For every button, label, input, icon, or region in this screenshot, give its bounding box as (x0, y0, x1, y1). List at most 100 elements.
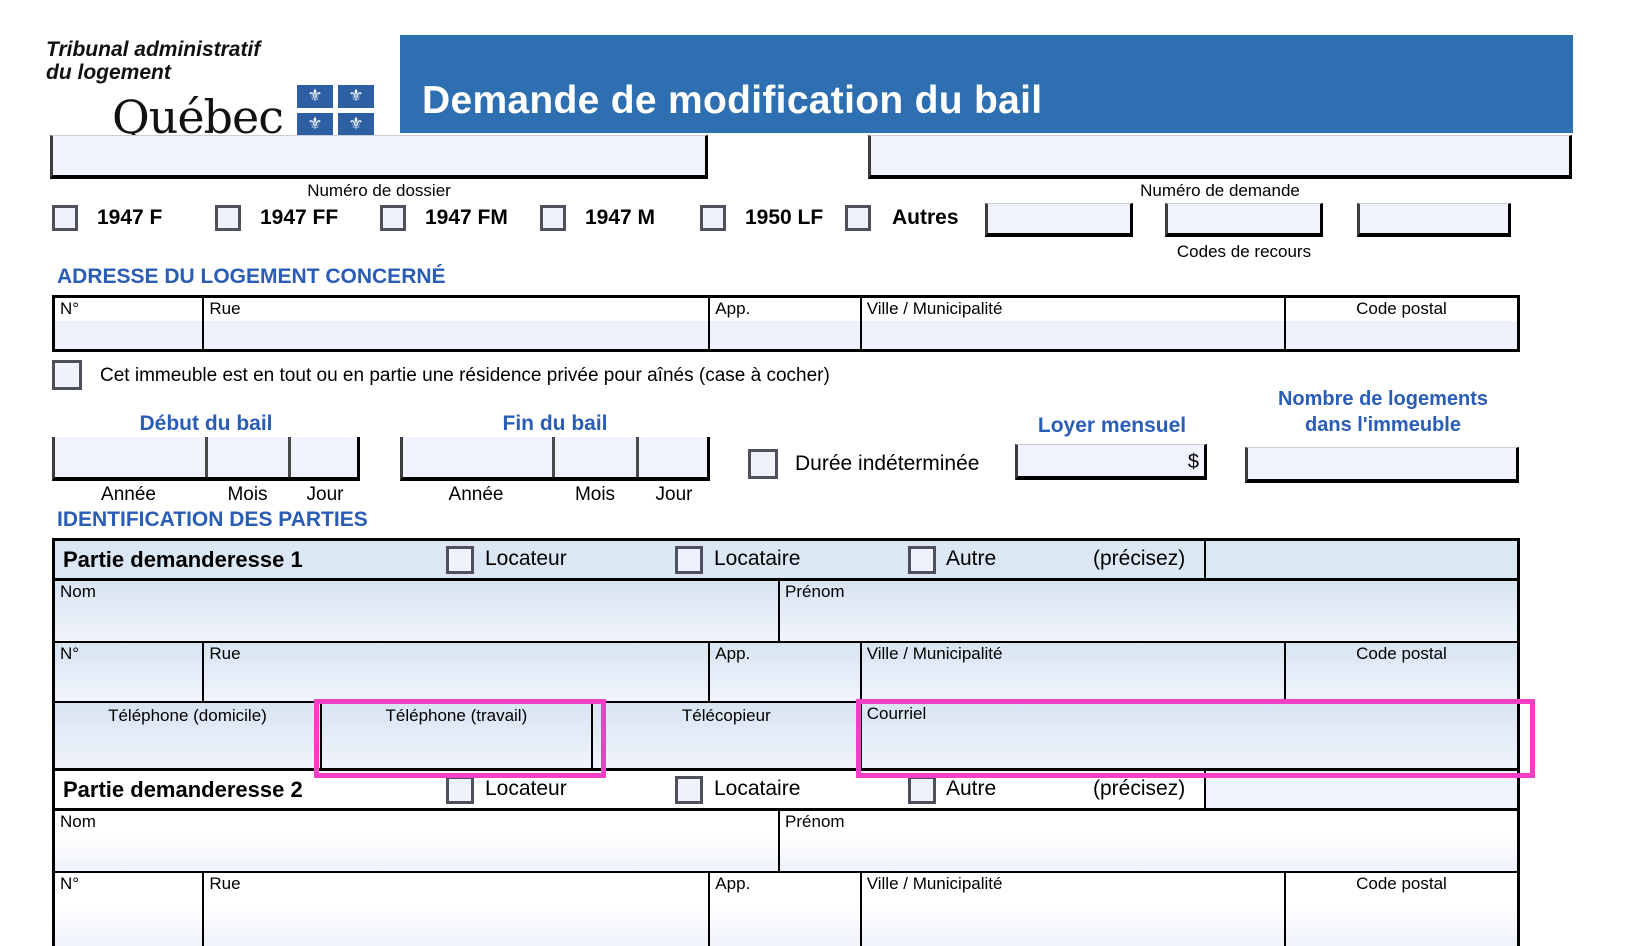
checkbox-1950lf[interactable] (700, 205, 726, 231)
partie1-telecopieur-field[interactable]: Télécopieur (593, 703, 862, 768)
partie1-app-field[interactable]: App. (710, 643, 862, 701)
partie1-checkbox-locateur[interactable] (446, 546, 474, 574)
fin-bail-heading: Fin du bail (502, 412, 608, 435)
logo-org-line2: du logement (46, 61, 171, 84)
quebec-flag-icon: ⚜ ⚜ ⚜ ⚜ (297, 85, 374, 136)
partie1-rue-field[interactable]: Rue (204, 643, 711, 701)
fin-annee-label: Année (448, 484, 504, 505)
field-address-app[interactable]: App. (710, 298, 862, 349)
debut-jour-label: Jour (306, 484, 344, 505)
field-address-no[interactable]: N° (55, 298, 205, 349)
fin-bail-datebox (400, 437, 710, 481)
fin-jour-label: Jour (655, 484, 693, 505)
parties-section-heading: IDENTIFICATION DES PARTIES (57, 508, 368, 531)
partie1-cp-field[interactable]: Code postal (1286, 643, 1517, 701)
checkbox-1947ff[interactable] (215, 205, 241, 231)
partie2-prenom-field[interactable]: Prénom (780, 811, 1517, 871)
partie1-app-label: App. (715, 644, 751, 663)
partie2-header-row: Partie demanderesse 2 Locateur Locataire… (55, 771, 1517, 811)
currency-symbol: $ (1187, 451, 1199, 473)
partie1-header-row: Partie demanderesse 1 Locateur Locataire… (55, 541, 1517, 581)
partie2-ville-label: Ville / Municipalité (866, 874, 1003, 893)
partie2-autre-label: Autre (946, 777, 997, 800)
fin-mois-input[interactable] (552, 437, 636, 477)
fin-annee-input[interactable] (403, 437, 552, 477)
partie1-prenom-field[interactable]: Prénom (780, 581, 1517, 641)
partie1-checkbox-locataire[interactable] (675, 546, 703, 574)
debut-jour-input[interactable] (288, 437, 357, 477)
address-table: N° Rue App. Ville / Municipalité Code po… (52, 295, 1520, 352)
field-address-rue[interactable]: Rue (204, 298, 711, 349)
field-address-cp[interactable]: Code postal (1286, 298, 1517, 349)
code-recours-input-3[interactable] (1357, 203, 1511, 237)
partie2-app-label: App. (715, 874, 751, 893)
partie1-no-field[interactable]: N° (55, 643, 205, 701)
partie1-title: Partie demanderesse 1 (63, 547, 303, 572)
fleur-de-lis-icon: ⚜ (297, 113, 333, 136)
nombre-logements-heading-line1: Nombre de logements (1277, 388, 1489, 410)
fleur-de-lis-icon: ⚜ (338, 85, 374, 108)
fin-jour-input[interactable] (636, 437, 707, 477)
partie2-rue-field[interactable]: Rue (204, 873, 711, 946)
partie2-app-field[interactable]: App. (710, 873, 862, 946)
field-address-app-label: App. (715, 299, 751, 318)
label-1947m: 1947 M (585, 206, 656, 229)
partie1-tel-domicile-field[interactable]: Téléphone (domicile) (55, 703, 322, 768)
label-1950lf: 1950 LF (745, 206, 824, 229)
partie2-checkbox-locateur[interactable] (446, 776, 474, 804)
debut-mois-label: Mois (227, 484, 268, 505)
partie-demanderesse-2-table: Partie demanderesse 2 Locateur Locataire… (52, 768, 1520, 946)
checkbox-duree-indeterminee[interactable] (748, 449, 778, 479)
partie1-nom-field[interactable]: Nom (55, 581, 781, 641)
nombre-logements-heading-line2: dans l'immeuble (1305, 414, 1461, 436)
partie2-checkbox-locataire[interactable] (675, 776, 703, 804)
fin-mois-label: Mois (574, 484, 616, 505)
checkbox-residence-aines[interactable] (52, 360, 82, 390)
nombre-logements-input[interactable] (1245, 447, 1519, 483)
field-address-rue-label: Rue (209, 299, 241, 318)
partie2-locateur-label: Locateur (485, 777, 567, 800)
partie2-checkbox-autre[interactable] (908, 776, 936, 804)
field-address-ville-label: Ville / Municipalité (866, 299, 1003, 318)
numero-demande-input[interactable] (868, 135, 1572, 179)
debut-mois-input[interactable] (204, 437, 288, 477)
partie2-no-field[interactable]: N° (55, 873, 205, 946)
residence-aines-label: Cet immeuble est en tout ou en partie un… (100, 365, 830, 386)
partie1-cp-label: Code postal (1356, 644, 1447, 663)
loyer-mensuel-input[interactable]: $ (1015, 444, 1207, 480)
form-title: Demande de modification du bail (422, 79, 1043, 122)
tribunal-logo: Tribunal administratif du logement Québe… (46, 38, 374, 140)
partie1-tel-travail-field[interactable]: Téléphone (travail) (322, 703, 593, 768)
debut-annee-input[interactable] (55, 437, 205, 477)
numero-demande-label: Numéro de demande (1140, 181, 1300, 200)
numero-dossier-input[interactable] (50, 135, 708, 179)
duree-indeterminee-label: Durée indéterminée (795, 452, 980, 475)
checkbox-1947fm[interactable] (380, 205, 406, 231)
form-title-bar: Demande de modification du bail (400, 35, 1573, 133)
fleur-de-lis-icon: ⚜ (297, 85, 333, 108)
partie1-ville-field[interactable]: Ville / Municipalité (862, 643, 1286, 701)
partie2-precisez-input[interactable] (1204, 771, 1517, 808)
code-recours-input-2[interactable] (1165, 203, 1323, 237)
checkbox-1947f[interactable] (52, 205, 78, 231)
partie2-cp-field[interactable]: Code postal (1286, 873, 1517, 946)
partie2-cp-label: Code postal (1356, 874, 1447, 893)
partie1-checkbox-autre[interactable] (908, 546, 936, 574)
partie1-locataire-label: Locataire (714, 547, 801, 570)
partie1-prenom-label: Prénom (785, 582, 845, 601)
partie1-courriel-field[interactable]: Courriel (862, 703, 1517, 768)
checkbox-1947m[interactable] (540, 205, 566, 231)
partie1-contact-row: Téléphone (domicile) Téléphone (travail)… (55, 703, 1517, 768)
partie1-precisez-input[interactable] (1204, 541, 1517, 578)
checkbox-autres[interactable] (845, 205, 871, 231)
field-address-no-label: N° (60, 299, 80, 318)
field-address-ville[interactable]: Ville / Municipalité (862, 298, 1286, 349)
partie1-autre-label: Autre (946, 547, 997, 570)
code-recours-input-1[interactable] (985, 203, 1133, 237)
label-1947ff: 1947 FF (260, 206, 339, 229)
partie2-ville-field[interactable]: Ville / Municipalité (862, 873, 1286, 946)
partie2-nom-field[interactable]: Nom (55, 811, 781, 871)
logo-org-line1: Tribunal administratif (46, 38, 261, 61)
debut-bail-heading: Début du bail (139, 412, 273, 435)
